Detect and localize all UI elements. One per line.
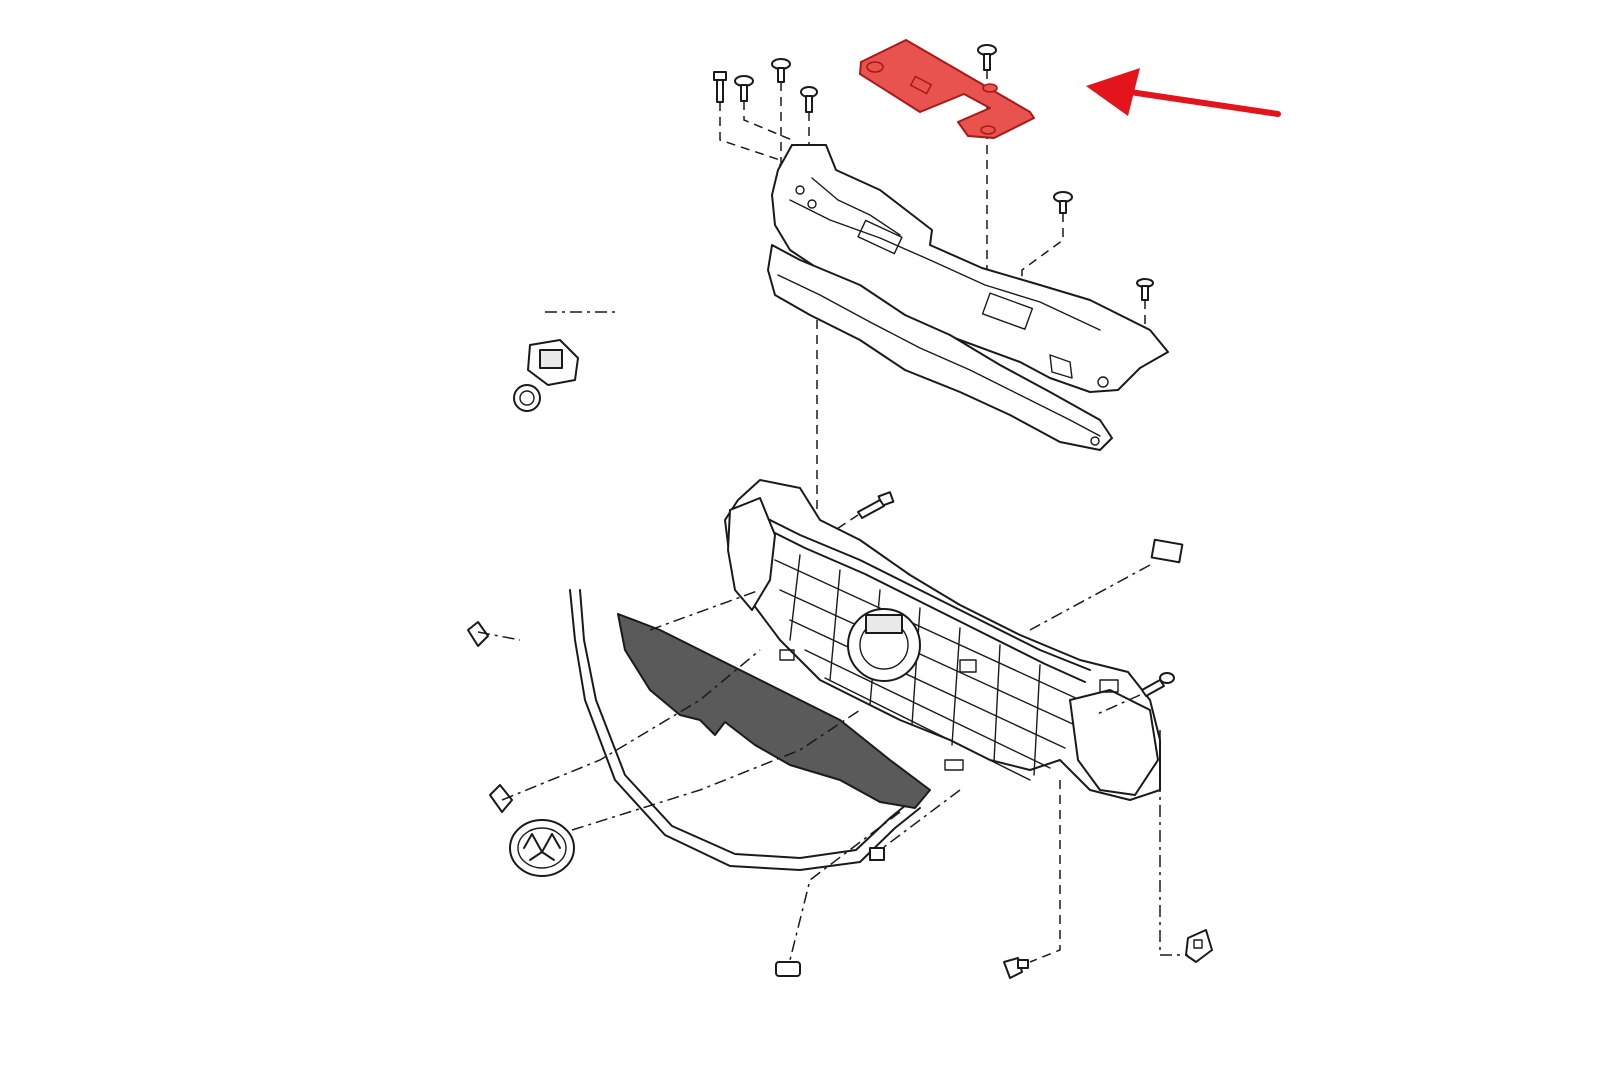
clip-left-lower <box>489 784 513 813</box>
front-grille-frame <box>724 479 1161 801</box>
emblem-mount <box>847 608 921 682</box>
shroud-cover-shape <box>859 39 1035 139</box>
bolt-top-5 <box>977 44 997 71</box>
bolt-top-2 <box>734 75 754 102</box>
brand-emblem <box>509 819 575 877</box>
clip-left <box>467 621 489 647</box>
radiator-upper-shroud-cover[interactable] <box>859 39 1035 139</box>
grille-front-panel <box>617 613 931 809</box>
radiator-support-beam <box>767 244 1113 451</box>
grille-mesh <box>774 554 1081 781</box>
clip-bottom-middle <box>1003 957 1029 979</box>
bolt-right-1 <box>1053 191 1073 214</box>
clip-bottom-left <box>775 961 801 977</box>
bolt-grille-top <box>857 491 895 519</box>
parking-sensor <box>513 339 579 412</box>
clip-bottom-right <box>1185 929 1213 963</box>
clip-right-1 <box>1136 278 1154 301</box>
bolt-top-1 <box>713 71 727 103</box>
highlight-arrow <box>1086 68 1281 117</box>
radiator-upper-support <box>771 144 1169 393</box>
clip-right-square <box>1150 538 1184 564</box>
grille-trim-molding <box>569 589 921 871</box>
bolt-right-grille <box>1141 672 1175 697</box>
bolt-top-3 <box>771 58 791 83</box>
bolt-top-4 <box>800 86 818 113</box>
